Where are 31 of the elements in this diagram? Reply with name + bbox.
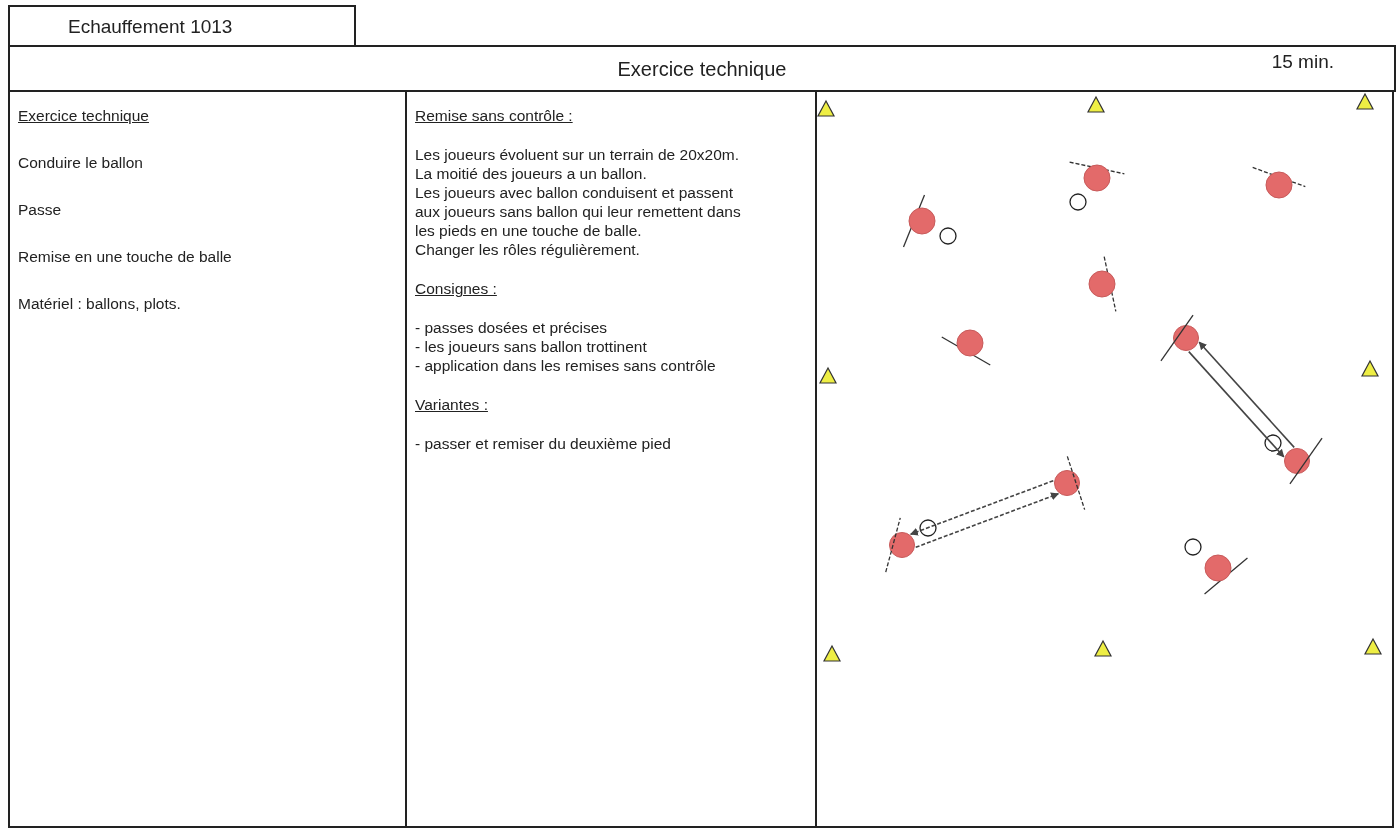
section-heading: Exercice technique xyxy=(18,106,149,125)
player-marker xyxy=(1284,448,1310,474)
list-item: Conduire le ballon xyxy=(18,153,143,172)
list-item: - passes dosées et précises xyxy=(415,318,608,337)
list-item: - les joueurs sans ballon trottinent xyxy=(415,337,647,356)
title-text: Echauffement 1013 xyxy=(68,16,233,38)
instruction-text: La moitié des joueurs a un ballon. xyxy=(415,164,647,183)
title-tab xyxy=(8,5,356,47)
list-item: - passer et remiser du deuxième pied xyxy=(415,434,671,453)
header-band xyxy=(8,45,1396,92)
section-heading: Variantes : xyxy=(415,395,488,414)
player-marker xyxy=(889,532,915,558)
pass-arrow xyxy=(1188,350,1285,458)
duration-text: 15 min. xyxy=(1271,51,1334,73)
list-item: Passe xyxy=(18,200,62,219)
player-marker xyxy=(1173,325,1199,351)
instruction-text: Les joueurs évoluent sur un terrain de 20x20m. xyxy=(415,145,739,164)
pass-arrow xyxy=(914,492,1060,549)
section-heading: Consignes : xyxy=(415,279,497,298)
list-item: Matériel : ballons, plots. xyxy=(18,294,181,313)
list-item: Remise en une touche de balle xyxy=(18,247,232,266)
pass-arrow xyxy=(1198,341,1295,449)
section-heading: Remise sans contrôle : xyxy=(415,106,573,125)
instruction-text: Changer les rôles régulièrement. xyxy=(415,240,640,259)
instruction-text: Les joueurs avec ballon conduisent et passent aux joueurs sans ballon qui leur remettent dans les pieds en une touche de balle. xyxy=(415,183,742,240)
player-marker xyxy=(1054,470,1080,496)
table-cell xyxy=(8,90,407,828)
pitch-cell xyxy=(815,90,1394,828)
list-item: - application dans les remises sans contrôle xyxy=(415,356,716,375)
pass-arrow xyxy=(909,479,1055,536)
section-title: Exercice technique xyxy=(617,58,787,81)
